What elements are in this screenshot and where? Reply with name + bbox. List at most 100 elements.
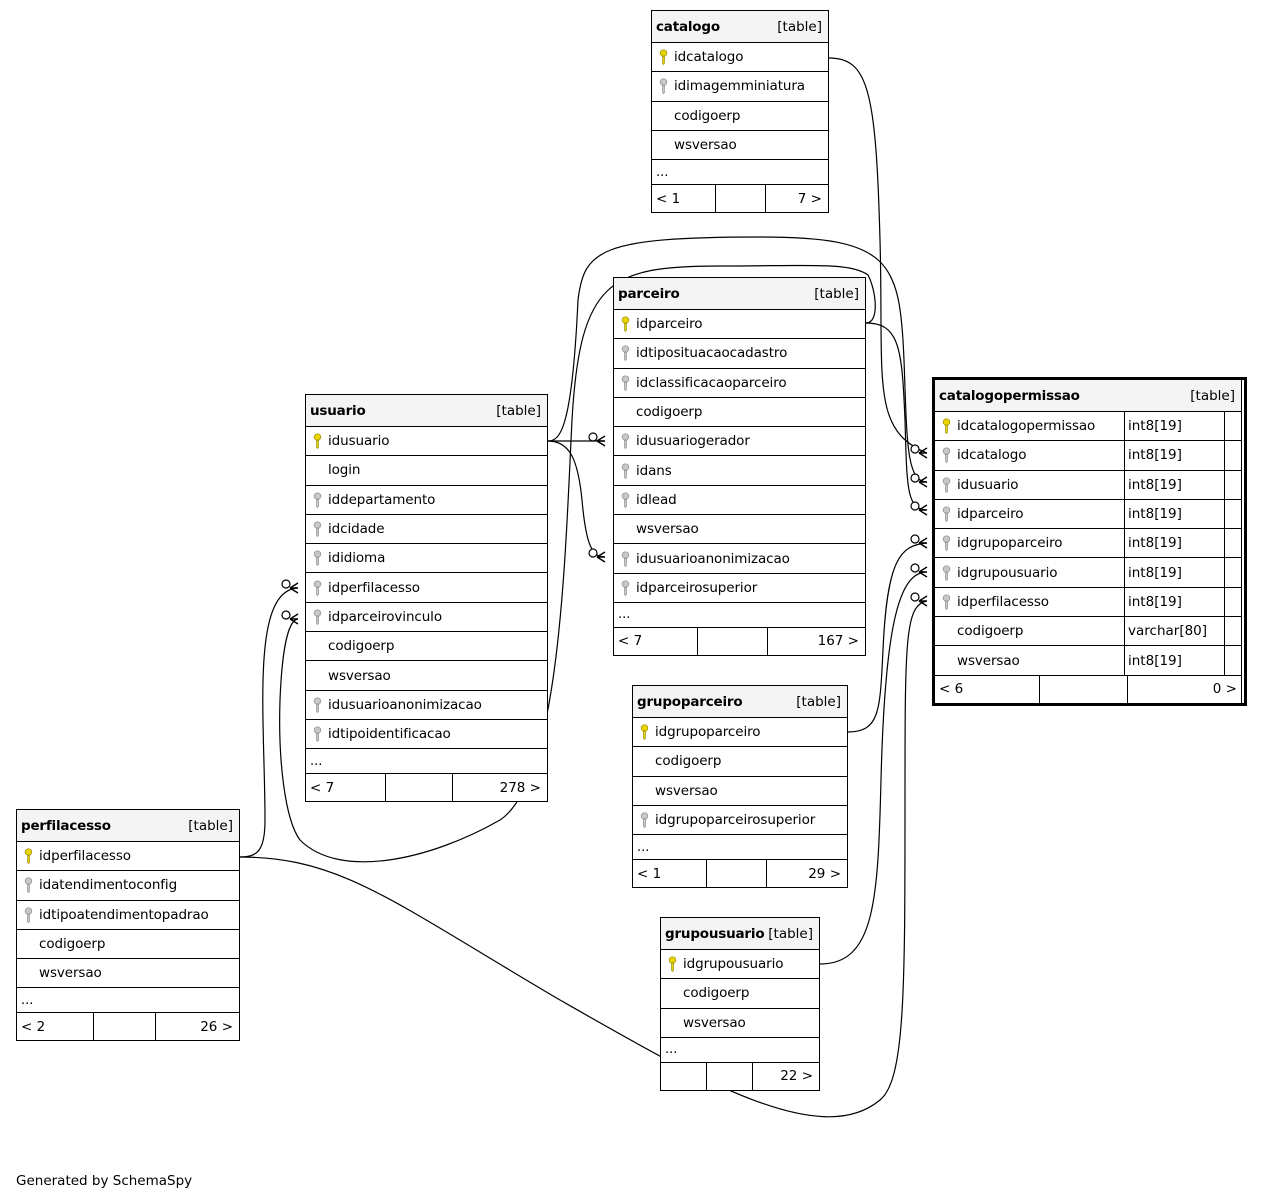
column-row[interactable]: idparceirovinculo bbox=[306, 603, 547, 633]
optional-marker bbox=[281, 610, 291, 620]
column-row[interactable]: idatendimentoconfig bbox=[17, 871, 239, 901]
column-row[interactable]: codigoerp bbox=[614, 398, 865, 428]
column-row[interactable]: idparceirosuperior bbox=[614, 574, 865, 603]
column-row[interactable]: idlead bbox=[614, 486, 865, 516]
column-row[interactable]: ididioma bbox=[306, 544, 547, 574]
column-name: idperfilacesso bbox=[957, 593, 1049, 610]
column-row[interactable]: wsversao bbox=[652, 131, 828, 161]
column-row[interactable]: idtipoatendimentopadrao bbox=[17, 901, 239, 930]
column-row[interactable]: idusuario bbox=[306, 427, 547, 457]
primary-key-icon bbox=[652, 43, 674, 71]
column-name: ididioma bbox=[328, 550, 386, 567]
no-key bbox=[614, 398, 636, 426]
table-header: perfilacesso[table] bbox=[17, 810, 239, 842]
column-type: int8[19] bbox=[1124, 470, 1224, 499]
table-catalogopermissao[interactable]: catalogopermissao[table]idcatalogopermis… bbox=[932, 377, 1247, 706]
column-row[interactable]: idgrupoparceirosuperior bbox=[633, 806, 847, 836]
optional-marker bbox=[910, 563, 920, 573]
column-name: codigoerp bbox=[636, 404, 703, 421]
column-row[interactable]: codigoerp bbox=[633, 747, 847, 777]
column-row[interactable]: idclassificacaoparceiro bbox=[614, 369, 865, 398]
crows-foot-marker bbox=[596, 435, 606, 447]
column-spacer bbox=[1224, 529, 1241, 558]
column-row[interactable]: idgrupoparceiro bbox=[633, 718, 847, 748]
foreign-key-icon bbox=[17, 871, 39, 899]
table-header: grupoparceiro[table] bbox=[633, 686, 847, 718]
column-row[interactable]: login bbox=[306, 456, 547, 486]
crows-foot-marker bbox=[596, 551, 606, 563]
optional-marker bbox=[910, 473, 920, 483]
table-name: catalogo bbox=[656, 18, 720, 35]
column-name: idcatalogo bbox=[674, 49, 744, 66]
crows-foot-marker bbox=[289, 582, 299, 594]
optional-marker bbox=[588, 548, 598, 558]
column-row[interactable]: idusuariogerador bbox=[614, 427, 865, 457]
column-row[interactable]: idparceiro bbox=[614, 310, 865, 340]
column-row[interactable]: idusuarioanonimizacao bbox=[614, 544, 865, 574]
column-spacer bbox=[1224, 558, 1241, 587]
column-row[interactable]: idtipoidentificacao bbox=[306, 720, 547, 750]
column-row[interactable]: idimagemminiatura bbox=[652, 72, 828, 102]
column-row[interactable]: codigoerp bbox=[17, 930, 239, 960]
column-name: login bbox=[328, 462, 361, 479]
column-name: wsversao bbox=[683, 1014, 746, 1031]
foreign-key-icon bbox=[17, 901, 39, 929]
column-name: idparceirosuperior bbox=[636, 579, 758, 596]
column-name: codigoerp bbox=[957, 623, 1024, 640]
column-row[interactable]: iddepartamento bbox=[306, 486, 547, 515]
foreign-key-icon bbox=[652, 72, 674, 100]
column-name: idusuario bbox=[328, 433, 390, 450]
crows-foot-marker bbox=[918, 537, 928, 549]
column-row[interactable]: idperfilacesso bbox=[306, 573, 547, 603]
column-row[interactable]: idperfilacesso bbox=[17, 842, 239, 872]
column-row[interactable]: idcidade bbox=[306, 515, 547, 545]
foreign-key-icon bbox=[935, 588, 957, 616]
relationship-edge bbox=[547, 236, 928, 488]
optional-marker bbox=[910, 592, 920, 602]
column-row[interactable]: codigoerp bbox=[306, 632, 547, 662]
column-row[interactable]: wsversao bbox=[614, 515, 865, 545]
relationship-edge bbox=[828, 57, 928, 459]
column-row[interactable]: wsversao bbox=[17, 959, 239, 989]
foreign-key-icon bbox=[614, 456, 636, 484]
no-key bbox=[633, 777, 655, 805]
column-name: idusuarioanonimizacao bbox=[636, 550, 790, 567]
column-name: idlead bbox=[636, 491, 677, 508]
no-key bbox=[935, 617, 957, 645]
column-row[interactable]: wsversao bbox=[633, 777, 847, 806]
column-row[interactable]: codigoerp bbox=[661, 979, 819, 1009]
column-row[interactable]: wsversao bbox=[661, 1009, 819, 1038]
foreign-key-icon bbox=[306, 603, 328, 631]
foreign-key-icon bbox=[935, 471, 957, 499]
relationship-edge bbox=[847, 534, 928, 733]
table-type-label: [table] bbox=[768, 925, 813, 942]
column-name: idgrupoparceiro bbox=[957, 535, 1063, 552]
column-row[interactable]: wsversao bbox=[306, 661, 547, 691]
relationship-edge bbox=[547, 440, 606, 563]
column-row[interactable]: idgrupousuario bbox=[661, 950, 819, 980]
foreign-key-icon bbox=[614, 427, 636, 455]
column-row[interactable]: codigoerp bbox=[652, 102, 828, 131]
more-columns-ellipsis: ... bbox=[652, 160, 828, 186]
relationship-edge bbox=[819, 563, 928, 965]
column-row[interactable]: idcatalogo bbox=[652, 43, 828, 73]
column-row[interactable]: idtiposituacaocadastro bbox=[614, 339, 865, 369]
column-row[interactable]: idusuarioanonimizacao bbox=[306, 691, 547, 720]
column-row[interactable]: idans bbox=[614, 456, 865, 486]
